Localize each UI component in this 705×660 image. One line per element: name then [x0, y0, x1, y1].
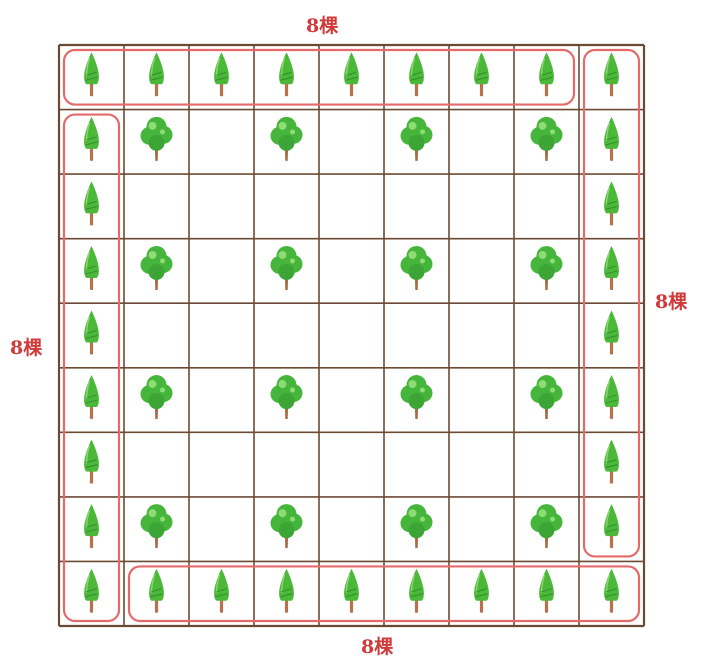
round-tree-highlight [539, 251, 547, 259]
round-tree-highlight [409, 509, 417, 517]
grid-cell [449, 174, 514, 239]
round-tree-highlight [539, 380, 547, 388]
grid-cell [189, 174, 254, 239]
grid-cell [254, 303, 319, 368]
grid-cell [124, 303, 189, 368]
round-tree-foliage [409, 522, 425, 538]
round-tree-foliage [149, 522, 165, 538]
round-tree-foliage [279, 393, 295, 409]
round-tree-highlight [160, 517, 165, 522]
grid-cell [514, 303, 579, 368]
round-tree-highlight [160, 388, 165, 393]
round-tree-highlight [420, 388, 425, 393]
round-tree-highlight [550, 258, 555, 263]
round-tree-highlight [409, 380, 417, 388]
grid-cell [449, 303, 514, 368]
round-tree-foliage [279, 264, 295, 280]
round-tree-foliage [409, 135, 425, 151]
grid-cell [319, 174, 384, 239]
grid-cell [189, 432, 254, 497]
grid-cell [319, 432, 384, 497]
grid-cell [384, 174, 449, 239]
right-count-label: 8棵 [655, 293, 687, 312]
round-tree-foliage [539, 522, 555, 538]
round-tree-highlight [420, 258, 425, 263]
round-tree-foliage [409, 393, 425, 409]
round-tree-highlight [160, 129, 165, 134]
grid-cell [514, 174, 579, 239]
grid-cell [319, 368, 384, 433]
grid-cell [319, 497, 384, 562]
grid-cell [319, 110, 384, 175]
round-tree-foliage [279, 135, 295, 151]
grid-cell [449, 432, 514, 497]
grid-cell [319, 239, 384, 304]
round-tree-foliage [149, 135, 165, 151]
round-tree-highlight [409, 251, 417, 259]
grid-cell [189, 239, 254, 304]
grid-cell [189, 303, 254, 368]
grid-cell [189, 368, 254, 433]
grid-cell [319, 303, 384, 368]
round-tree-highlight [420, 517, 425, 522]
round-tree-highlight [279, 509, 287, 517]
grid-cell [189, 497, 254, 562]
left-count-label: 8棵 [10, 339, 42, 358]
round-tree-highlight [290, 129, 295, 134]
grid-cell [449, 368, 514, 433]
round-tree-foliage [149, 264, 165, 280]
round-tree-highlight [279, 380, 287, 388]
grid-cell [449, 497, 514, 562]
round-tree-foliage [539, 264, 555, 280]
round-tree-highlight [550, 129, 555, 134]
round-tree-highlight [149, 380, 157, 388]
grid-cell [254, 432, 319, 497]
round-tree-highlight [409, 122, 417, 130]
round-tree-foliage [409, 264, 425, 280]
grid-cell [449, 110, 514, 175]
round-tree-highlight [539, 122, 547, 130]
grid-cell [254, 174, 319, 239]
round-tree-highlight [279, 251, 287, 259]
round-tree-highlight [149, 509, 157, 517]
round-tree-foliage [539, 393, 555, 409]
round-tree-foliage [539, 135, 555, 151]
grid-cell [124, 174, 189, 239]
round-tree-highlight [290, 388, 295, 393]
top-count-label: 8棵 [306, 17, 338, 36]
grid-cell [189, 110, 254, 175]
round-tree-highlight [539, 509, 547, 517]
grid-cell [384, 432, 449, 497]
bottom-count-label: 8棵 [361, 638, 393, 657]
round-tree-highlight [290, 517, 295, 522]
round-tree-highlight [550, 388, 555, 393]
round-tree-highlight [279, 122, 287, 130]
grid-cell [514, 432, 579, 497]
round-tree-highlight [149, 251, 157, 259]
round-tree-highlight [160, 258, 165, 263]
round-tree-highlight [290, 258, 295, 263]
round-tree-foliage [149, 393, 165, 409]
grid-cell [124, 432, 189, 497]
grid-cell [384, 303, 449, 368]
round-tree-highlight [550, 517, 555, 522]
round-tree-highlight [149, 122, 157, 130]
round-tree-highlight [420, 129, 425, 134]
round-tree-foliage [279, 522, 295, 538]
grid-cell [449, 239, 514, 304]
